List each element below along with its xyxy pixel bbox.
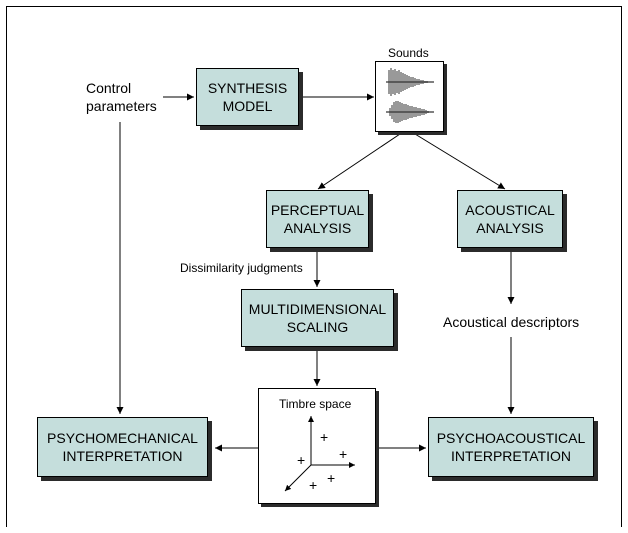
sounds-label: Sounds [388, 46, 429, 60]
figure-frame [6, 6, 622, 527]
dissimilarity-judgments-label: Dissimilarity judgments [180, 261, 303, 275]
sounds-box [375, 61, 444, 132]
waveform-icon [386, 68, 434, 123]
timbre-point-marker: + [309, 477, 318, 493]
timbre-space-axes [284, 416, 355, 492]
psychomechanical-interpretation-box: PSYCHOMECHANICAL INTERPRETATION [37, 417, 208, 477]
synthesis-model-box: SYNTHESIS MODEL [196, 68, 299, 126]
timbre-point-marker: + [297, 452, 306, 468]
control-parameters-label: Control parameters [86, 80, 157, 114]
acoustical-analysis-box: ACOUSTICAL ANALYSIS [457, 190, 563, 248]
axis-diagonal [284, 464, 312, 492]
arrow-sounds-to-perceptual [317, 133, 401, 190]
timbre-point-marker: + [320, 429, 329, 445]
timbre-space-box: Timbre space + + + + + [258, 388, 376, 504]
arrow-sounds-to-acoustical [414, 133, 506, 190]
timbre-point-marker: + [339, 446, 348, 462]
perceptual-analysis-box: PERCEPTUAL ANALYSIS [266, 190, 369, 248]
timbre-space-label: Timbre space [279, 397, 352, 411]
multidimensional-scaling-box: MULTIDIMENSIONAL SCALING [241, 289, 394, 347]
acoustical-descriptors-label: Acoustical descriptors [443, 314, 580, 330]
timbre-point-marker: + [327, 470, 336, 486]
waveform-top [386, 68, 434, 96]
waveform-bottom [386, 101, 434, 123]
psychoacoustical-interpretation-box: PSYCHOACOUSTICAL INTERPRETATION [428, 417, 594, 477]
